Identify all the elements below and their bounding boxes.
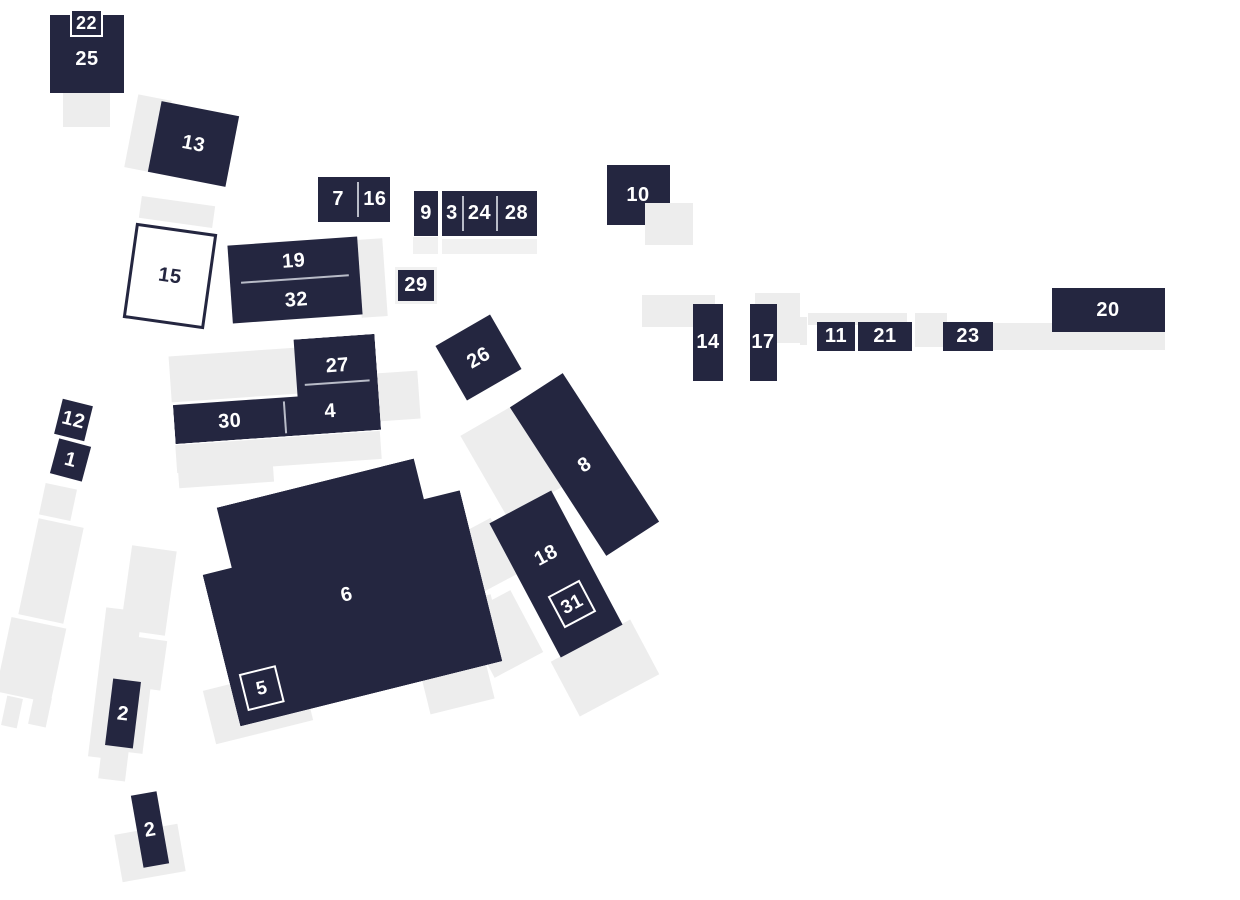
building-footprint (62, 91, 110, 127)
divider-line (283, 401, 287, 433)
building-11[interactable]: 11 (817, 321, 855, 351)
building-footprint (441, 238, 537, 254)
building-13[interactable]: 13 (147, 101, 239, 187)
building-3-24-28-label: 24 (467, 202, 492, 224)
building-9-label: 9 (420, 202, 432, 224)
building-2-south-label: 2 (142, 817, 158, 841)
building-footprint (176, 447, 274, 489)
building-17[interactable]: 17 (749, 303, 777, 381)
building-3-24-28[interactable]: 3 24 28 (441, 190, 537, 236)
building-footprint (375, 370, 421, 422)
building-17-label: 17 (751, 331, 775, 353)
building-20-label: 20 (1096, 299, 1120, 321)
building-15-label: 15 (156, 263, 184, 289)
badge-22[interactable]: 22 (70, 9, 103, 37)
building-9[interactable]: 9 (414, 190, 438, 236)
building-27-4-30-label: 27 (325, 353, 350, 378)
building-13-label: 13 (179, 130, 207, 158)
building-29[interactable]: 29 (398, 269, 434, 301)
building-3-24-28-label: 3 (446, 202, 458, 224)
building-8-label: 8 (573, 451, 595, 477)
divider-line (461, 195, 464, 231)
building-footprint (645, 203, 693, 245)
building-footprint (412, 236, 438, 254)
building-21-label: 21 (873, 325, 897, 347)
building-2-north-label: 2 (115, 701, 131, 725)
building-29-label: 29 (404, 274, 428, 296)
building-footprint (915, 313, 947, 347)
building-7-16-label: 7 (332, 188, 344, 210)
building-18-label: 18 (530, 540, 562, 571)
divider-line (305, 379, 370, 386)
building-27-4-30-label: 30 (217, 409, 243, 433)
building-footprint (799, 317, 807, 345)
divider-line (357, 181, 359, 217)
building-15[interactable]: 15 (122, 222, 218, 330)
building-14-label: 14 (696, 331, 720, 353)
building-25-label: 25 (75, 47, 99, 70)
badge-5[interactable]: 5 (239, 665, 285, 711)
building-11-label: 11 (824, 325, 848, 347)
building-footprint (97, 746, 129, 782)
divider-line (495, 195, 498, 231)
building-19-32-label: 19 (281, 249, 307, 274)
building-14[interactable]: 14 (693, 303, 723, 381)
building-7-16-label: 16 (363, 188, 387, 210)
building-23-label: 23 (956, 325, 980, 347)
building-23[interactable]: 23 (943, 321, 993, 351)
building-26-label: 26 (462, 341, 494, 373)
building-7-16[interactable]: 7 16 (318, 176, 390, 222)
building-footprint (168, 347, 300, 403)
building-footprint (1, 695, 23, 729)
building-12-label: 12 (59, 406, 87, 434)
building-1[interactable]: 1 (49, 438, 91, 482)
building-footprint (18, 518, 84, 624)
divider-line (240, 274, 349, 284)
building-footprint (0, 617, 67, 703)
building-3-24-28-label: 28 (504, 202, 529, 224)
building-20[interactable]: 20 (1051, 288, 1165, 332)
building-footprint (39, 483, 77, 521)
building-12[interactable]: 12 (53, 398, 93, 442)
building-10-label: 10 (626, 184, 650, 206)
building-6-label: 6 (338, 582, 355, 607)
building-19-32-label: 32 (283, 287, 309, 312)
building-27-4-30-label: 4 (323, 399, 337, 423)
badge-31[interactable]: 31 (547, 579, 597, 629)
building-footprint (138, 195, 216, 229)
building-footprint (28, 694, 52, 728)
building-26[interactable]: 26 (434, 313, 522, 401)
building-1-label: 1 (61, 447, 79, 473)
building-21[interactable]: 21 (858, 321, 912, 351)
